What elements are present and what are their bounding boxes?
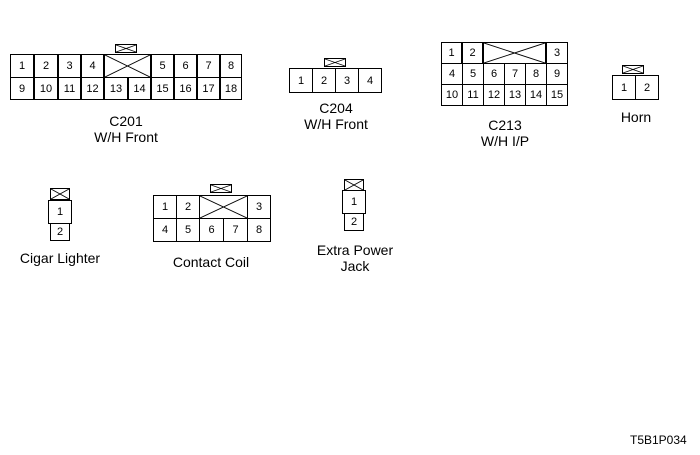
pin: 2 xyxy=(462,42,483,64)
pin: 10 xyxy=(34,77,58,100)
pin: 2 xyxy=(176,195,200,219)
pin: 8 xyxy=(220,54,242,78)
pin: 4 xyxy=(358,68,382,93)
pin: 9 xyxy=(10,77,34,100)
latch-icon xyxy=(115,44,137,53)
horn-name: Horn xyxy=(620,109,652,125)
latch-icon xyxy=(324,58,346,67)
pin: 13 xyxy=(504,84,526,106)
contact-coil-name: Contact Coil xyxy=(172,254,250,270)
latch-icon xyxy=(50,188,70,200)
pin: 7 xyxy=(197,54,220,78)
pin: 1 xyxy=(48,200,72,224)
pin: 12 xyxy=(483,84,505,106)
pin: 2 xyxy=(635,75,659,100)
pin: 9 xyxy=(546,63,568,85)
pin: 6 xyxy=(199,218,224,242)
pin: 5 xyxy=(151,54,174,78)
pin: 5 xyxy=(176,218,200,242)
pin: 4 xyxy=(153,218,177,242)
pin: 11 xyxy=(462,84,484,106)
blank-cavity-icon xyxy=(483,42,546,64)
c204-location: W/H Front xyxy=(304,116,368,132)
pin: 12 xyxy=(81,77,104,100)
latch-icon xyxy=(622,65,644,74)
pin: 14 xyxy=(128,77,151,100)
extra-power-jack-name-line2: Jack xyxy=(340,258,370,274)
pin: 4 xyxy=(441,63,463,85)
figure-code: T5B1P034 xyxy=(630,433,687,447)
c201-location: W/H Front xyxy=(94,129,158,145)
pin: 17 xyxy=(197,77,220,100)
pin: 15 xyxy=(546,84,568,106)
pin: 3 xyxy=(546,42,568,64)
pin: 15 xyxy=(151,77,174,100)
pin: 1 xyxy=(342,190,366,214)
pin: 2 xyxy=(344,213,364,231)
pin: 5 xyxy=(462,63,484,85)
latch-icon xyxy=(210,184,232,193)
pin: 10 xyxy=(441,84,463,106)
pin: 6 xyxy=(174,54,197,78)
pin: 1 xyxy=(441,42,462,64)
pin: 7 xyxy=(504,63,526,85)
pin: 2 xyxy=(34,54,58,78)
pin: 4 xyxy=(81,54,104,78)
pin: 14 xyxy=(525,84,547,106)
pin: 1 xyxy=(10,54,34,78)
pin: 7 xyxy=(223,218,248,242)
c213-location: W/H I/P xyxy=(480,133,530,149)
blank-cavity-icon xyxy=(104,54,151,78)
pin: 1 xyxy=(289,68,313,93)
blank-cavity-icon xyxy=(199,195,248,219)
pin: 3 xyxy=(58,54,81,78)
pin: 1 xyxy=(612,75,636,100)
pin: 13 xyxy=(104,77,128,100)
pin: 16 xyxy=(174,77,197,100)
pin: 8 xyxy=(525,63,547,85)
pin: 2 xyxy=(312,68,336,93)
pin: 11 xyxy=(58,77,81,100)
c204-name: C204 xyxy=(319,100,353,116)
pin: 6 xyxy=(483,63,505,85)
pin: 1 xyxy=(153,195,177,219)
pin: 18 xyxy=(220,77,242,100)
extra-power-jack-name-line1: Extra Power xyxy=(316,242,394,258)
pin: 3 xyxy=(247,195,271,219)
c213-name: C213 xyxy=(488,117,522,133)
cigar-lighter-name: Cigar Lighter xyxy=(19,250,101,266)
pin: 3 xyxy=(335,68,359,93)
pin: 2 xyxy=(50,223,70,241)
latch-icon xyxy=(344,179,364,191)
pin: 8 xyxy=(247,218,271,242)
c201-name: C201 xyxy=(109,113,143,129)
